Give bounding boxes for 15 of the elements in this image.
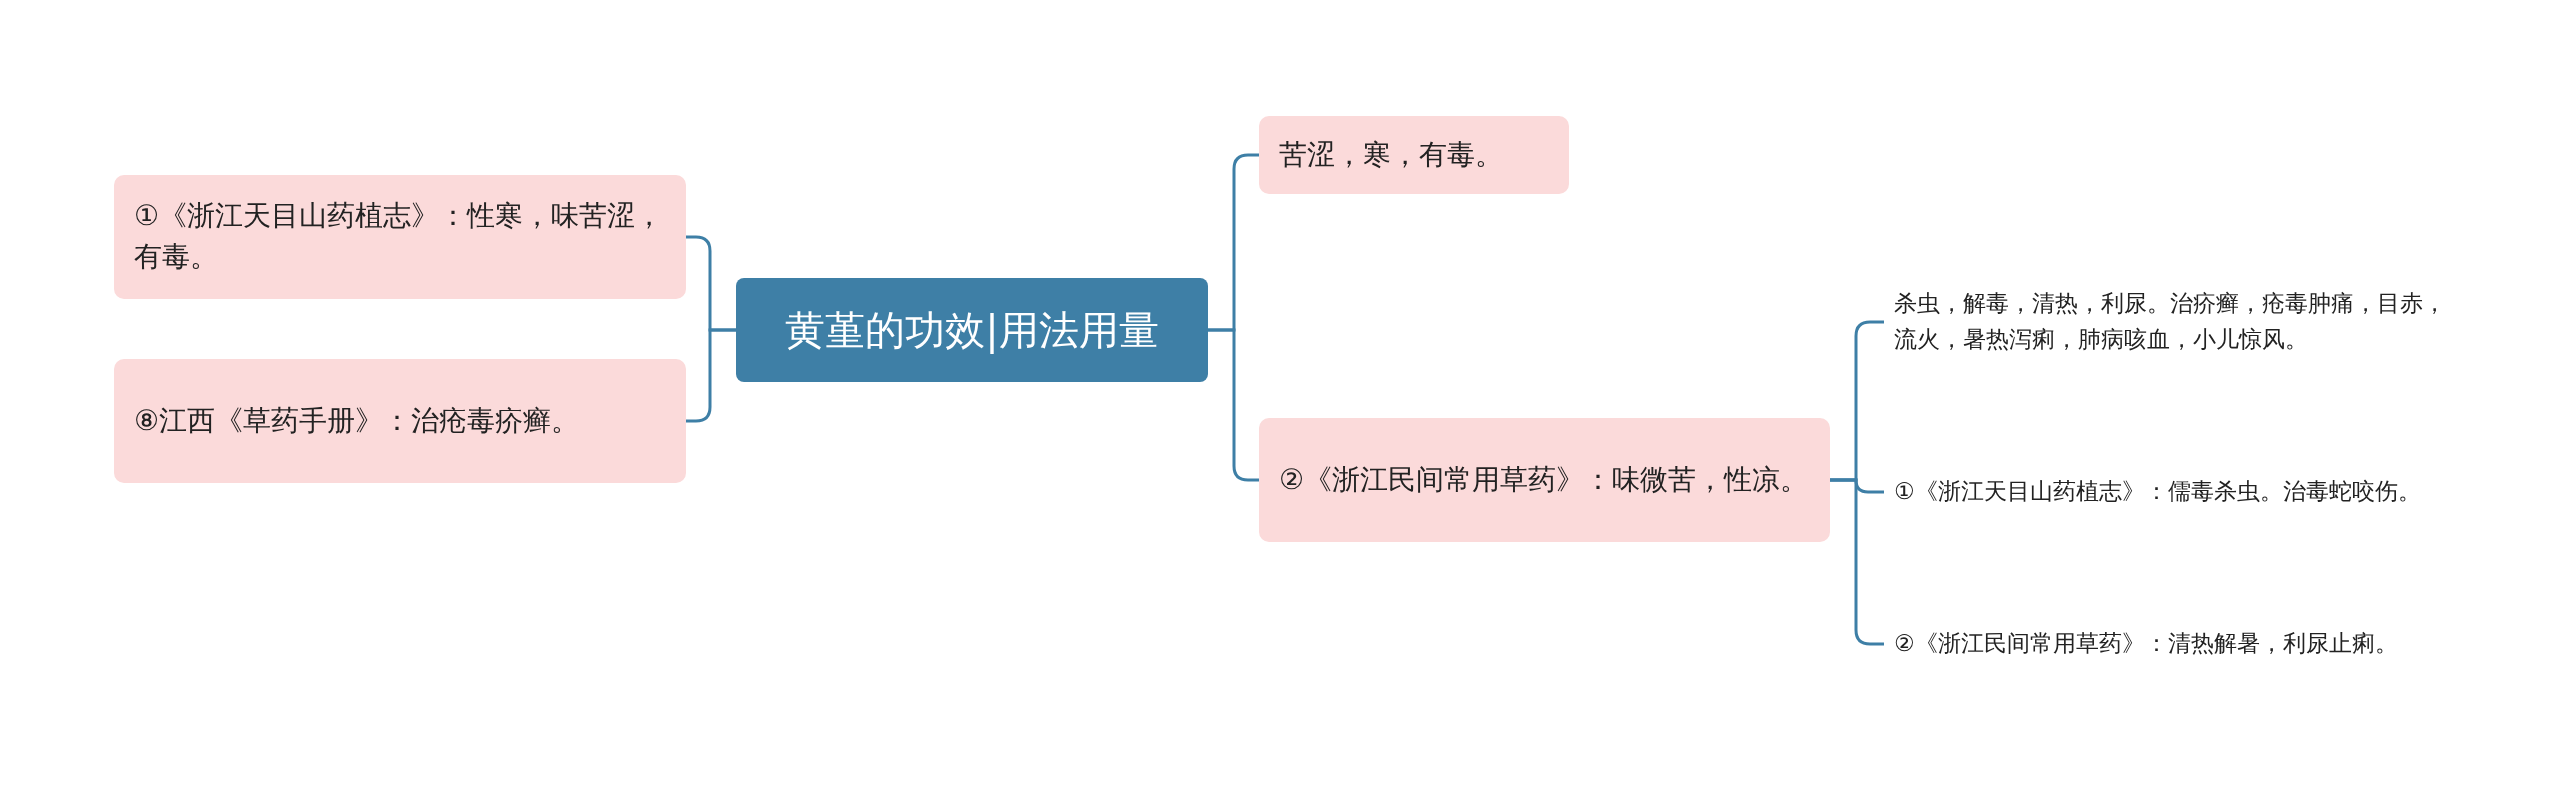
connector-line (686, 328, 736, 423)
topic-label: 苦涩，寒，有毒。 (1279, 136, 1503, 173)
topic-text: 杀虫，解毒，清热，利尿。治疥癣，疮毒肿痛，目赤，流火，暑热泻痢，肺病咳血，小儿惊风。 (1894, 289, 2447, 354)
topic-label: ⑧江西《草药手册》：治疮毒疥癣。 (134, 402, 580, 439)
topic-label: ①《浙江天目山药植志》：性寒，味苦涩，有毒。 (134, 198, 665, 275)
topic-box (1259, 418, 1830, 542)
topic-text: ①《浙江天目山药植志》：儒毒杀虫。治毒蛇咬伤。 (1894, 477, 2421, 507)
topic-box (1259, 116, 1569, 194)
topic-label: 黄堇的功效|用法用量 (785, 305, 1159, 356)
connector-line (1208, 328, 1259, 482)
central-topic-box (736, 278, 1208, 382)
topic-text: ②《浙江民间常用草药》：清热解暑，利尿止痢。 (1894, 629, 2398, 659)
topic-box (114, 175, 686, 299)
topic-label: ②《浙江民间常用草药》：味微苦，性凉。 (1279, 461, 1809, 498)
topic-box (114, 359, 686, 483)
